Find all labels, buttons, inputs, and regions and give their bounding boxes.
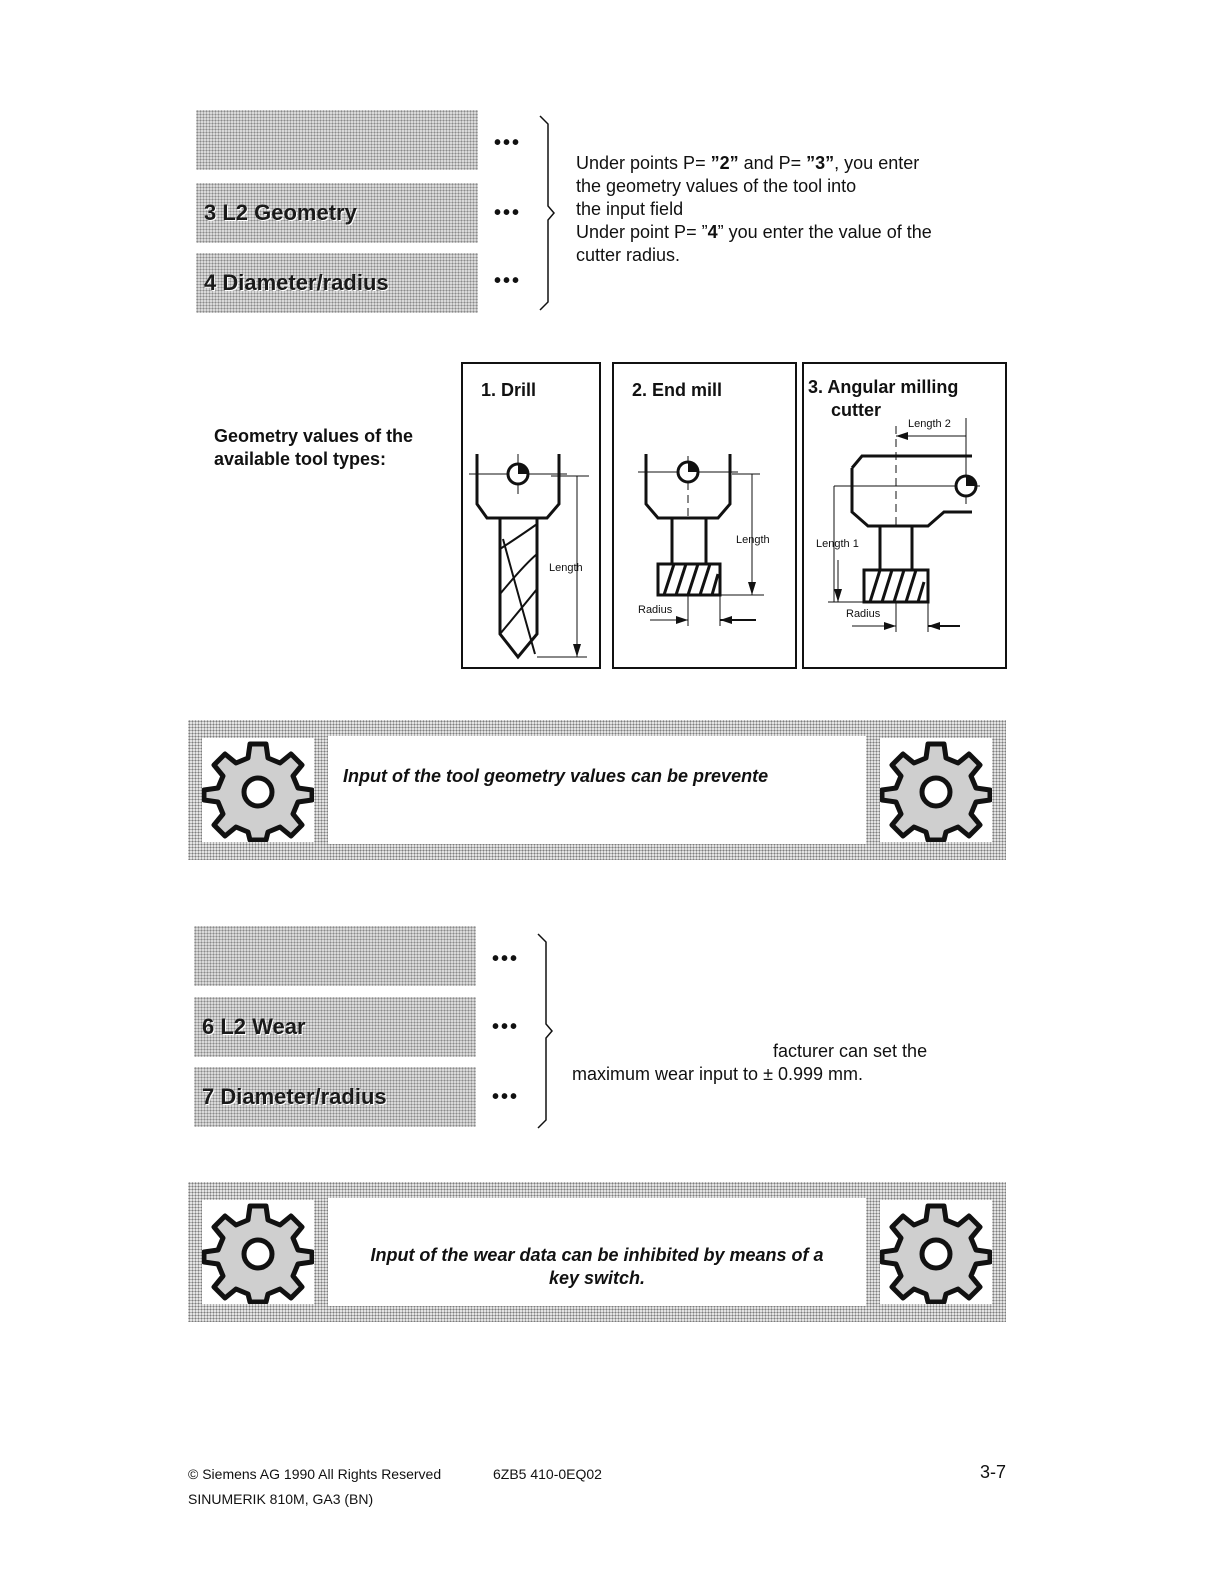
end-mill-title: 2. End mill [632, 380, 723, 400]
softkey-blank[interactable] [196, 110, 478, 170]
wear-description: facturer can set the maximum wear input … [572, 1040, 992, 1086]
more-dots: ••• [492, 1016, 520, 1038]
softkey-diameter-radius[interactable]: 4 Diameter/radius [196, 253, 478, 313]
softkey-group-geometry: 3 L2 Geometry 4 Diameter/radius ••• ••• … [196, 110, 556, 315]
softkey-group-wear: 6 L2 Wear 7 Diameter/radius ••• ••• ••• [194, 926, 554, 1131]
end-mill-length-label: Length [736, 534, 770, 546]
notice-text: Input of the wear data can be inhibited … [370, 1245, 824, 1288]
description-line: facturer can set the [773, 1041, 928, 1061]
description-line: Under points P= ”2” and P= ”3”, you ente… [576, 153, 920, 173]
footer-product: SINUMERIK 810M, GA3 (BN) [188, 1491, 374, 1507]
angular-length2-label: Length 2 [908, 418, 951, 430]
footer-copyright: © Siemens AG 1990 All Rights Reserved [188, 1466, 442, 1482]
description-line: maximum wear input to ± 0.999 mm. [572, 1064, 863, 1084]
geometry-description: Under points P= ”2” and P= ”3”, you ente… [576, 152, 996, 267]
notice-text-box: Input of the tool geometry values can be… [328, 736, 866, 844]
notice-geometry-lock: Input of the tool geometry values can be… [188, 720, 1006, 860]
end-mill-icon [638, 454, 764, 626]
angular-radius-label: Radius [846, 608, 881, 620]
gear-icon [201, 1203, 315, 1305]
drill-length-label: Length [549, 562, 583, 574]
notice-wear-lock: Input of the wear data can be inhibited … [188, 1182, 1006, 1322]
drill-diagram: 1. Drill Length [461, 362, 601, 669]
gear-box-left [201, 738, 315, 843]
notice-text: Input of the tool geometry values can be… [343, 766, 769, 786]
end-mill-radius-label: Radius [638, 604, 673, 616]
more-dots: ••• [494, 270, 522, 292]
description-line: Under point P= ”4” you enter the value o… [576, 222, 932, 242]
drill-title: 1. Drill [481, 380, 537, 400]
angular-cutter-icon [828, 418, 980, 632]
drill-icon [469, 454, 589, 660]
end-mill-diagram: 2. End mill Length Radius [612, 362, 797, 669]
softkey-blank[interactable] [194, 926, 476, 986]
gear-box-left [201, 1200, 315, 1305]
brace-icon [539, 115, 555, 311]
gear-icon [879, 1203, 993, 1305]
more-dots: ••• [494, 132, 522, 154]
gear-icon [201, 741, 315, 843]
footer-order-number: 6ZB5 410-0EQ02 [493, 1466, 602, 1482]
more-dots: ••• [492, 948, 520, 970]
more-dots: ••• [494, 202, 522, 224]
angular-length1-label: Length 1 [816, 538, 859, 550]
softkey-l2-geometry[interactable]: 3 L2 Geometry [196, 183, 478, 243]
tool-types-caption: Geometry values of the available tool ty… [214, 426, 414, 469]
gear-box-right [879, 1200, 993, 1305]
softkey-wear-diameter-radius[interactable]: 7 Diameter/radius [194, 1067, 476, 1127]
page-number: 3-7 [980, 1462, 1007, 1482]
description-line: cutter radius. [576, 245, 681, 265]
angular-cutter-diagram: 3. Angular milling cutter Length 2 Lengt… [802, 362, 1007, 669]
gear-icon [879, 741, 993, 843]
softkey-l2-wear[interactable]: 6 L2 Wear [194, 997, 476, 1057]
more-dots: ••• [492, 1086, 520, 1108]
description-line: the input field [576, 199, 684, 219]
notice-text-box: Input of the wear data can be inhibited … [328, 1198, 866, 1306]
angular-cutter-title: 3. Angular milling cutter [808, 377, 959, 420]
description-line: the geometry values of the tool into [576, 176, 857, 196]
brace-icon [537, 933, 553, 1129]
gear-box-right [879, 738, 993, 843]
